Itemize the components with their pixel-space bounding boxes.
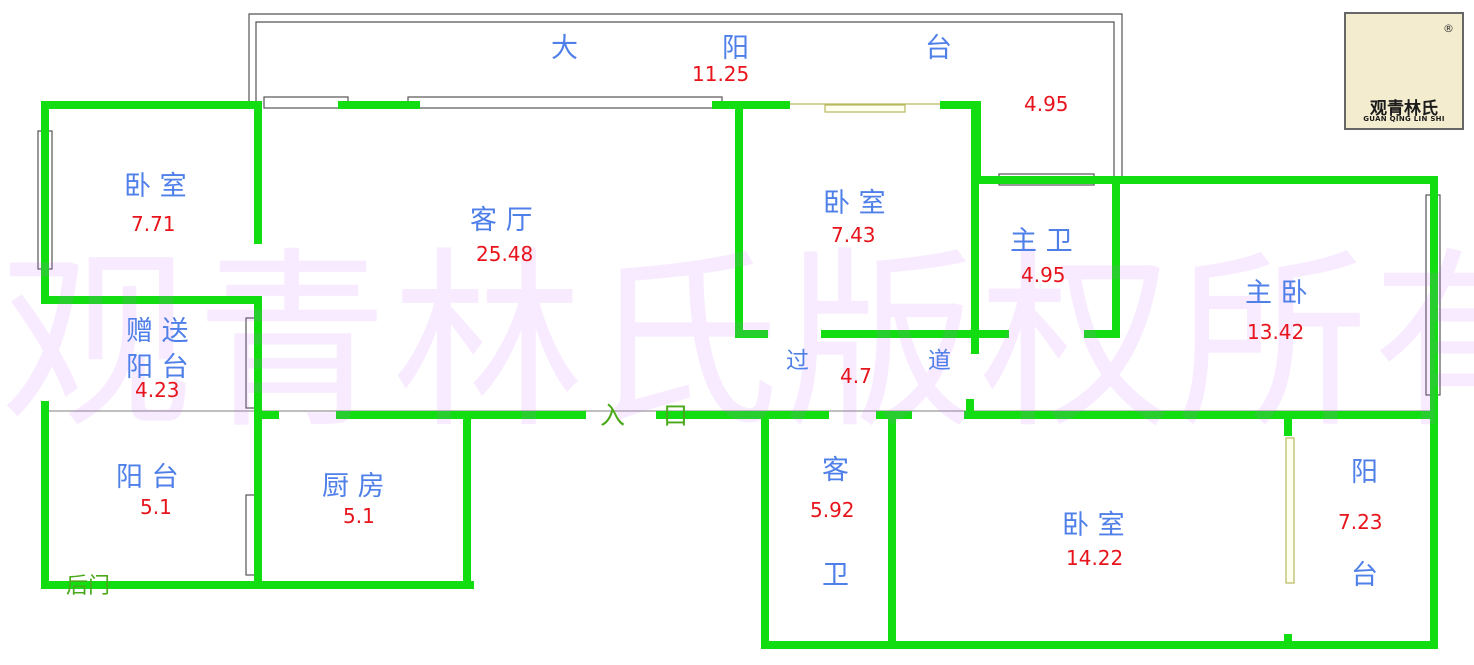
wall-joints xyxy=(966,399,974,413)
logo-name-cn: 观青林氏 xyxy=(1370,99,1438,119)
registered-mark: ® xyxy=(1443,22,1454,35)
walls xyxy=(41,101,1438,649)
logo-name-pinyin: GUAN QING LIN SHI xyxy=(1363,115,1445,123)
brand-logo: ® 观青林氏 GUAN QING LIN SHI xyxy=(1344,12,1464,130)
